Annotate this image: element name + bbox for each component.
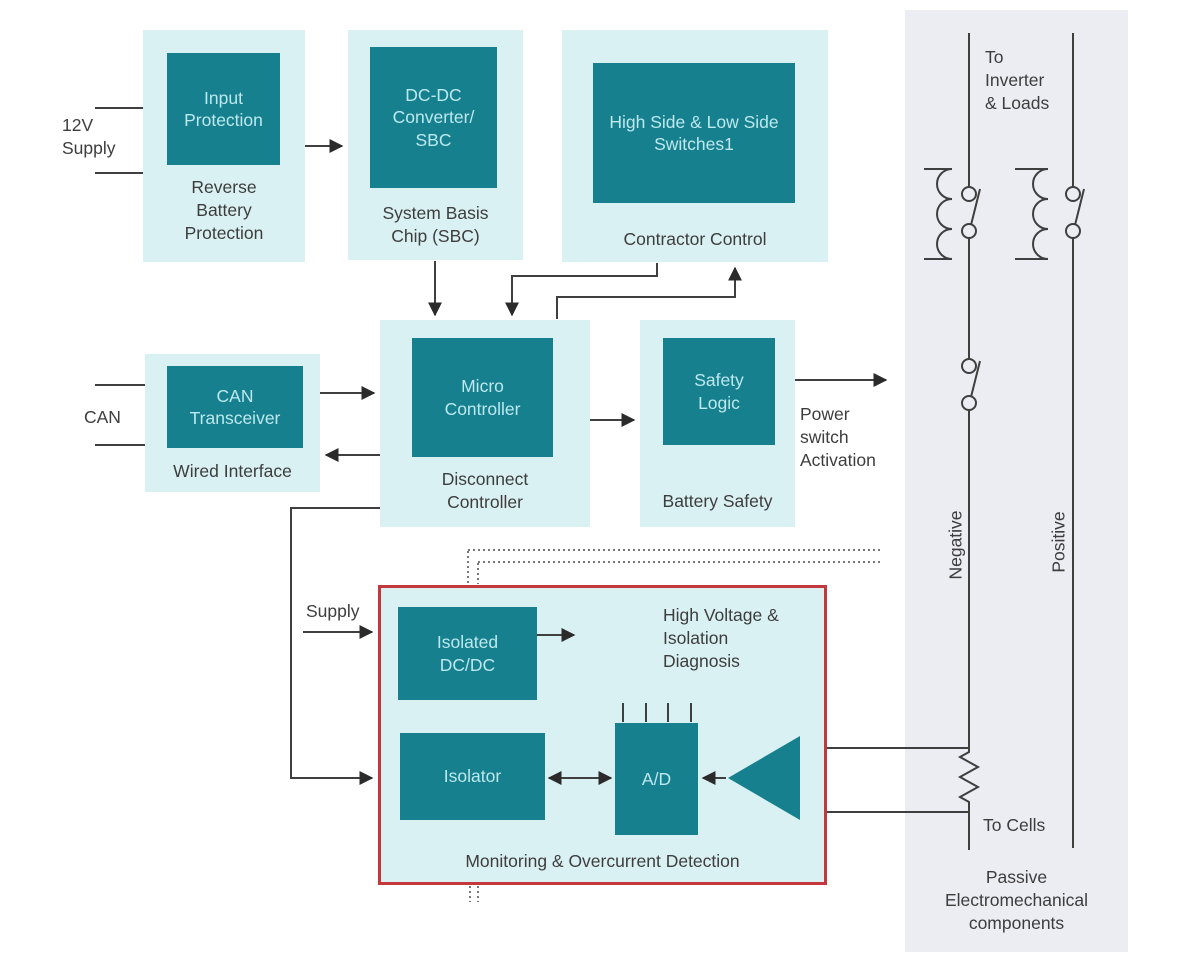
label-positive-rail: Positive	[1048, 511, 1069, 573]
dotted-stubs-bottom	[469, 886, 479, 902]
chip-safety-logic: Safety Logic	[663, 338, 775, 445]
caption-monitoring-overcurrent: Monitoring & Overcurrent Detection	[465, 851, 740, 871]
chip-isolated-dcdc: Isolated DC/DC	[398, 607, 537, 700]
passive-components-panel	[905, 10, 1128, 952]
dotted-line-1	[467, 549, 880, 584]
arrow-micro-to-contactor	[556, 266, 742, 319]
caption-contactor-control: Contractor Control	[623, 229, 767, 249]
arrow-contactor-to-micro	[505, 263, 658, 317]
chip-can-transceiver: CAN Transceiver	[167, 366, 303, 448]
label-12v-supply: 12V Supply	[62, 115, 116, 158]
dotted-line-2	[477, 561, 880, 584]
caption-passive-electromechanical: Passive Electromechanical components	[945, 867, 1088, 933]
label-negative-rail: Negative	[945, 510, 966, 580]
chip-dcdc-converter-sbc: DC-DC Converter/ SBC	[370, 47, 497, 188]
caption-reverse-battery: Reverse Battery Protection	[184, 177, 264, 243]
label-can: CAN	[84, 407, 121, 427]
label-supply: Supply	[306, 601, 360, 621]
arrow-disconnect-to-monitoring	[290, 507, 380, 785]
caption-disconnect-controller: Disconnect Controller	[441, 469, 529, 512]
label-power-switch-activation: Power switch Activation	[800, 404, 876, 470]
chip-isolator: Isolator	[400, 733, 545, 820]
caption-wired-interface: Wired Interface	[173, 461, 292, 481]
chip-high-low-side-switches: High Side & Low Side Switches1	[593, 63, 795, 203]
caption-sbc: System Basis Chip (SBC)	[382, 203, 489, 246]
chip-micro-controller: Micro Controller	[412, 338, 553, 457]
label-to-inverter-loads: To Inverter & Loads	[985, 47, 1050, 113]
chip-input-protection: Input Protection	[167, 53, 280, 165]
chip-adc: A/D	[615, 723, 698, 835]
caption-battery-safety: Battery Safety	[662, 491, 773, 511]
label-to-cells: To Cells	[983, 815, 1046, 835]
label-hv-isolation-diagnosis: High Voltage & Isolation Diagnosis	[663, 605, 779, 671]
